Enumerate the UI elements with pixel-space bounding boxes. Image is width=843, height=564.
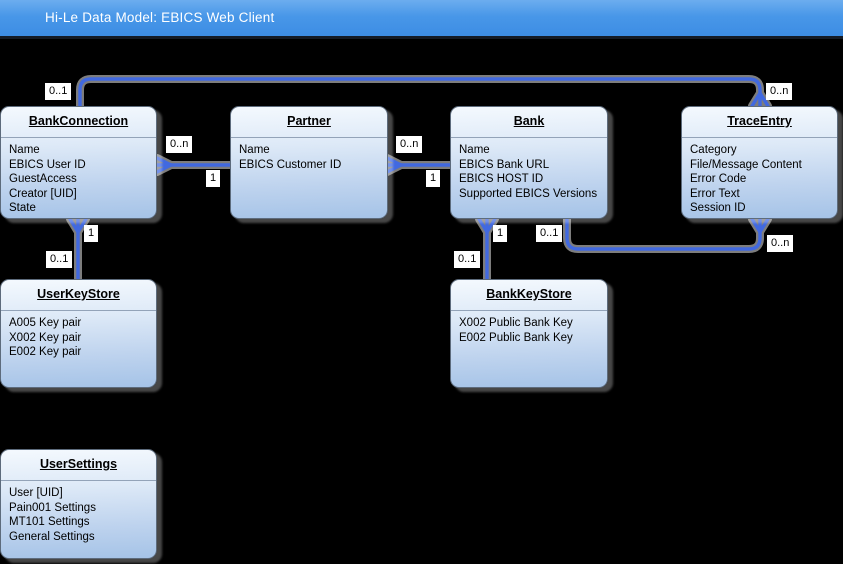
entity-field-list: User [UID] Pain001 Settings MT101 Settin… [1,481,156,544]
cardinality-label: 0..1 [45,83,72,100]
diagram-title: Hi-Le Data Model: EBICS Web Client [45,10,275,25]
cardinality-label: 0..n [767,235,794,252]
entity-field: E002 Key pair [9,346,82,359]
entity-title: BankKeyStore [451,280,607,311]
entity-field: Category [690,144,737,156]
entity-field: MT101 Settings [9,516,90,529]
entity-field: A005 Key pair [9,317,82,329]
cardinality-label: 0..n [396,136,423,153]
cardinality-label: 1 [426,170,441,187]
entity-field: General Settings [9,530,95,543]
entity-field: EBICS HOST ID [459,173,544,186]
entity-field: Name [459,144,490,156]
entity-userkeystore[interactable]: UserKeyStore A005 Key pair X002 Key pair… [0,279,157,388]
cardinality-label: 0..n [166,136,193,153]
entity-field-list: Category File/Message Content Error Code… [682,138,837,216]
entity-field-list: X002 Public Bank Key E002 Public Bank Ke… [451,311,607,345]
entity-field: E002 Public Bank Key [459,331,573,344]
entity-field: EBICS Bank URL [459,158,550,171]
entity-partner[interactable]: Partner Name EBICS Customer ID [230,106,388,219]
entity-traceentry[interactable]: TraceEntry Category File/Message Content… [681,106,838,219]
entity-field: Name [239,144,270,156]
entity-bankconnection[interactable]: BankConnection Name EBICS User ID GuestA… [0,106,157,219]
cardinality-label: 1 [84,225,99,242]
entity-field: Error Text [690,187,740,200]
entity-title: BankConnection [1,107,156,138]
entity-field: GuestAccess [9,173,77,186]
entity-field: EBICS User ID [9,158,86,171]
entity-field: X002 Key pair [9,331,82,344]
entity-field: File/Message Content [690,158,802,171]
cardinality-label: 1 [493,225,508,242]
entity-bankkeystore[interactable]: BankKeyStore X002 Public Bank Key E002 P… [450,279,608,388]
entity-field: User [UID] [9,487,63,499]
entity-bank[interactable]: Bank Name EBICS Bank URL EBICS HOST ID S… [450,106,608,219]
entity-title: UserKeyStore [1,280,156,311]
entity-field: Pain001 Settings [9,501,96,514]
entity-field: Name [9,144,40,156]
entity-field: Creator [UID] [9,187,77,200]
title-bar: Hi-Le Data Model: EBICS Web Client [0,0,843,39]
cardinality-label: 0..1 [46,251,73,268]
entity-field: Session ID [690,202,746,215]
entity-field: Error Code [690,173,747,186]
entity-usersettings[interactable]: UserSettings User [UID] Pain001 Settings… [0,449,157,559]
connector-shadow-layer [70,79,768,279]
cardinality-label: 0..1 [536,225,563,242]
entity-title: TraceEntry [682,107,837,138]
cardinality-label: 0..1 [454,251,481,268]
entity-title: Partner [231,107,387,138]
entity-field: State [9,202,36,215]
entity-field-list: Name EBICS User ID GuestAccess Creator [… [1,138,156,216]
entity-field-list: Name EBICS Customer ID [231,138,387,172]
entity-field-list: Name EBICS Bank URL EBICS HOST ID Suppor… [451,138,607,201]
entity-field-list: A005 Key pair X002 Key pair E002 Key pai… [1,311,156,360]
connector-line-layer [68,77,770,281]
cardinality-label: 0..n [766,83,793,100]
entity-field: Supported EBICS Versions [459,187,598,200]
entity-field: X002 Public Bank Key [459,317,573,329]
entity-title: Bank [451,107,607,138]
cardinality-label: 1 [206,170,221,187]
entity-title: UserSettings [1,450,156,481]
entity-field: EBICS Customer ID [239,158,342,171]
